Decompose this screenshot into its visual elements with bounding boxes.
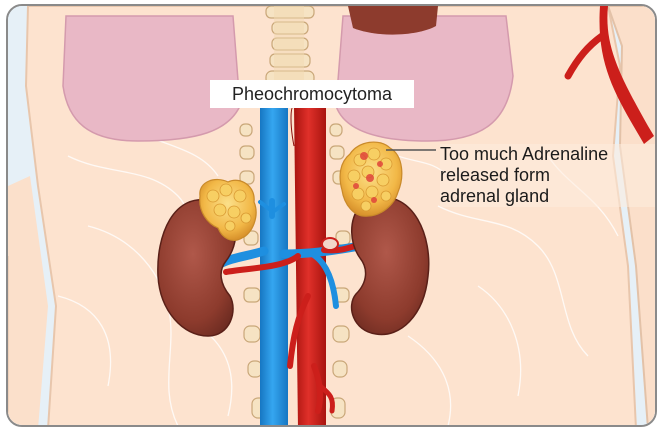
callout-line-1: Too much Adrenaline [440,144,657,165]
diagram-title: Pheochromocytoma [210,80,414,108]
upper-organ [348,6,438,35]
anatomy-illustration [8,6,657,427]
adrenaline-callout: Too much Adrenaline released form adrena… [440,144,657,207]
right-lung [336,16,513,141]
left-lung [63,16,240,141]
celiac-artery-stub [322,238,338,250]
illustration-frame: Pheochromocytoma Too much Adrenaline rel… [6,4,657,427]
callout-line-3: adrenal gland [440,186,657,207]
callout-line-2: released form [440,165,657,186]
